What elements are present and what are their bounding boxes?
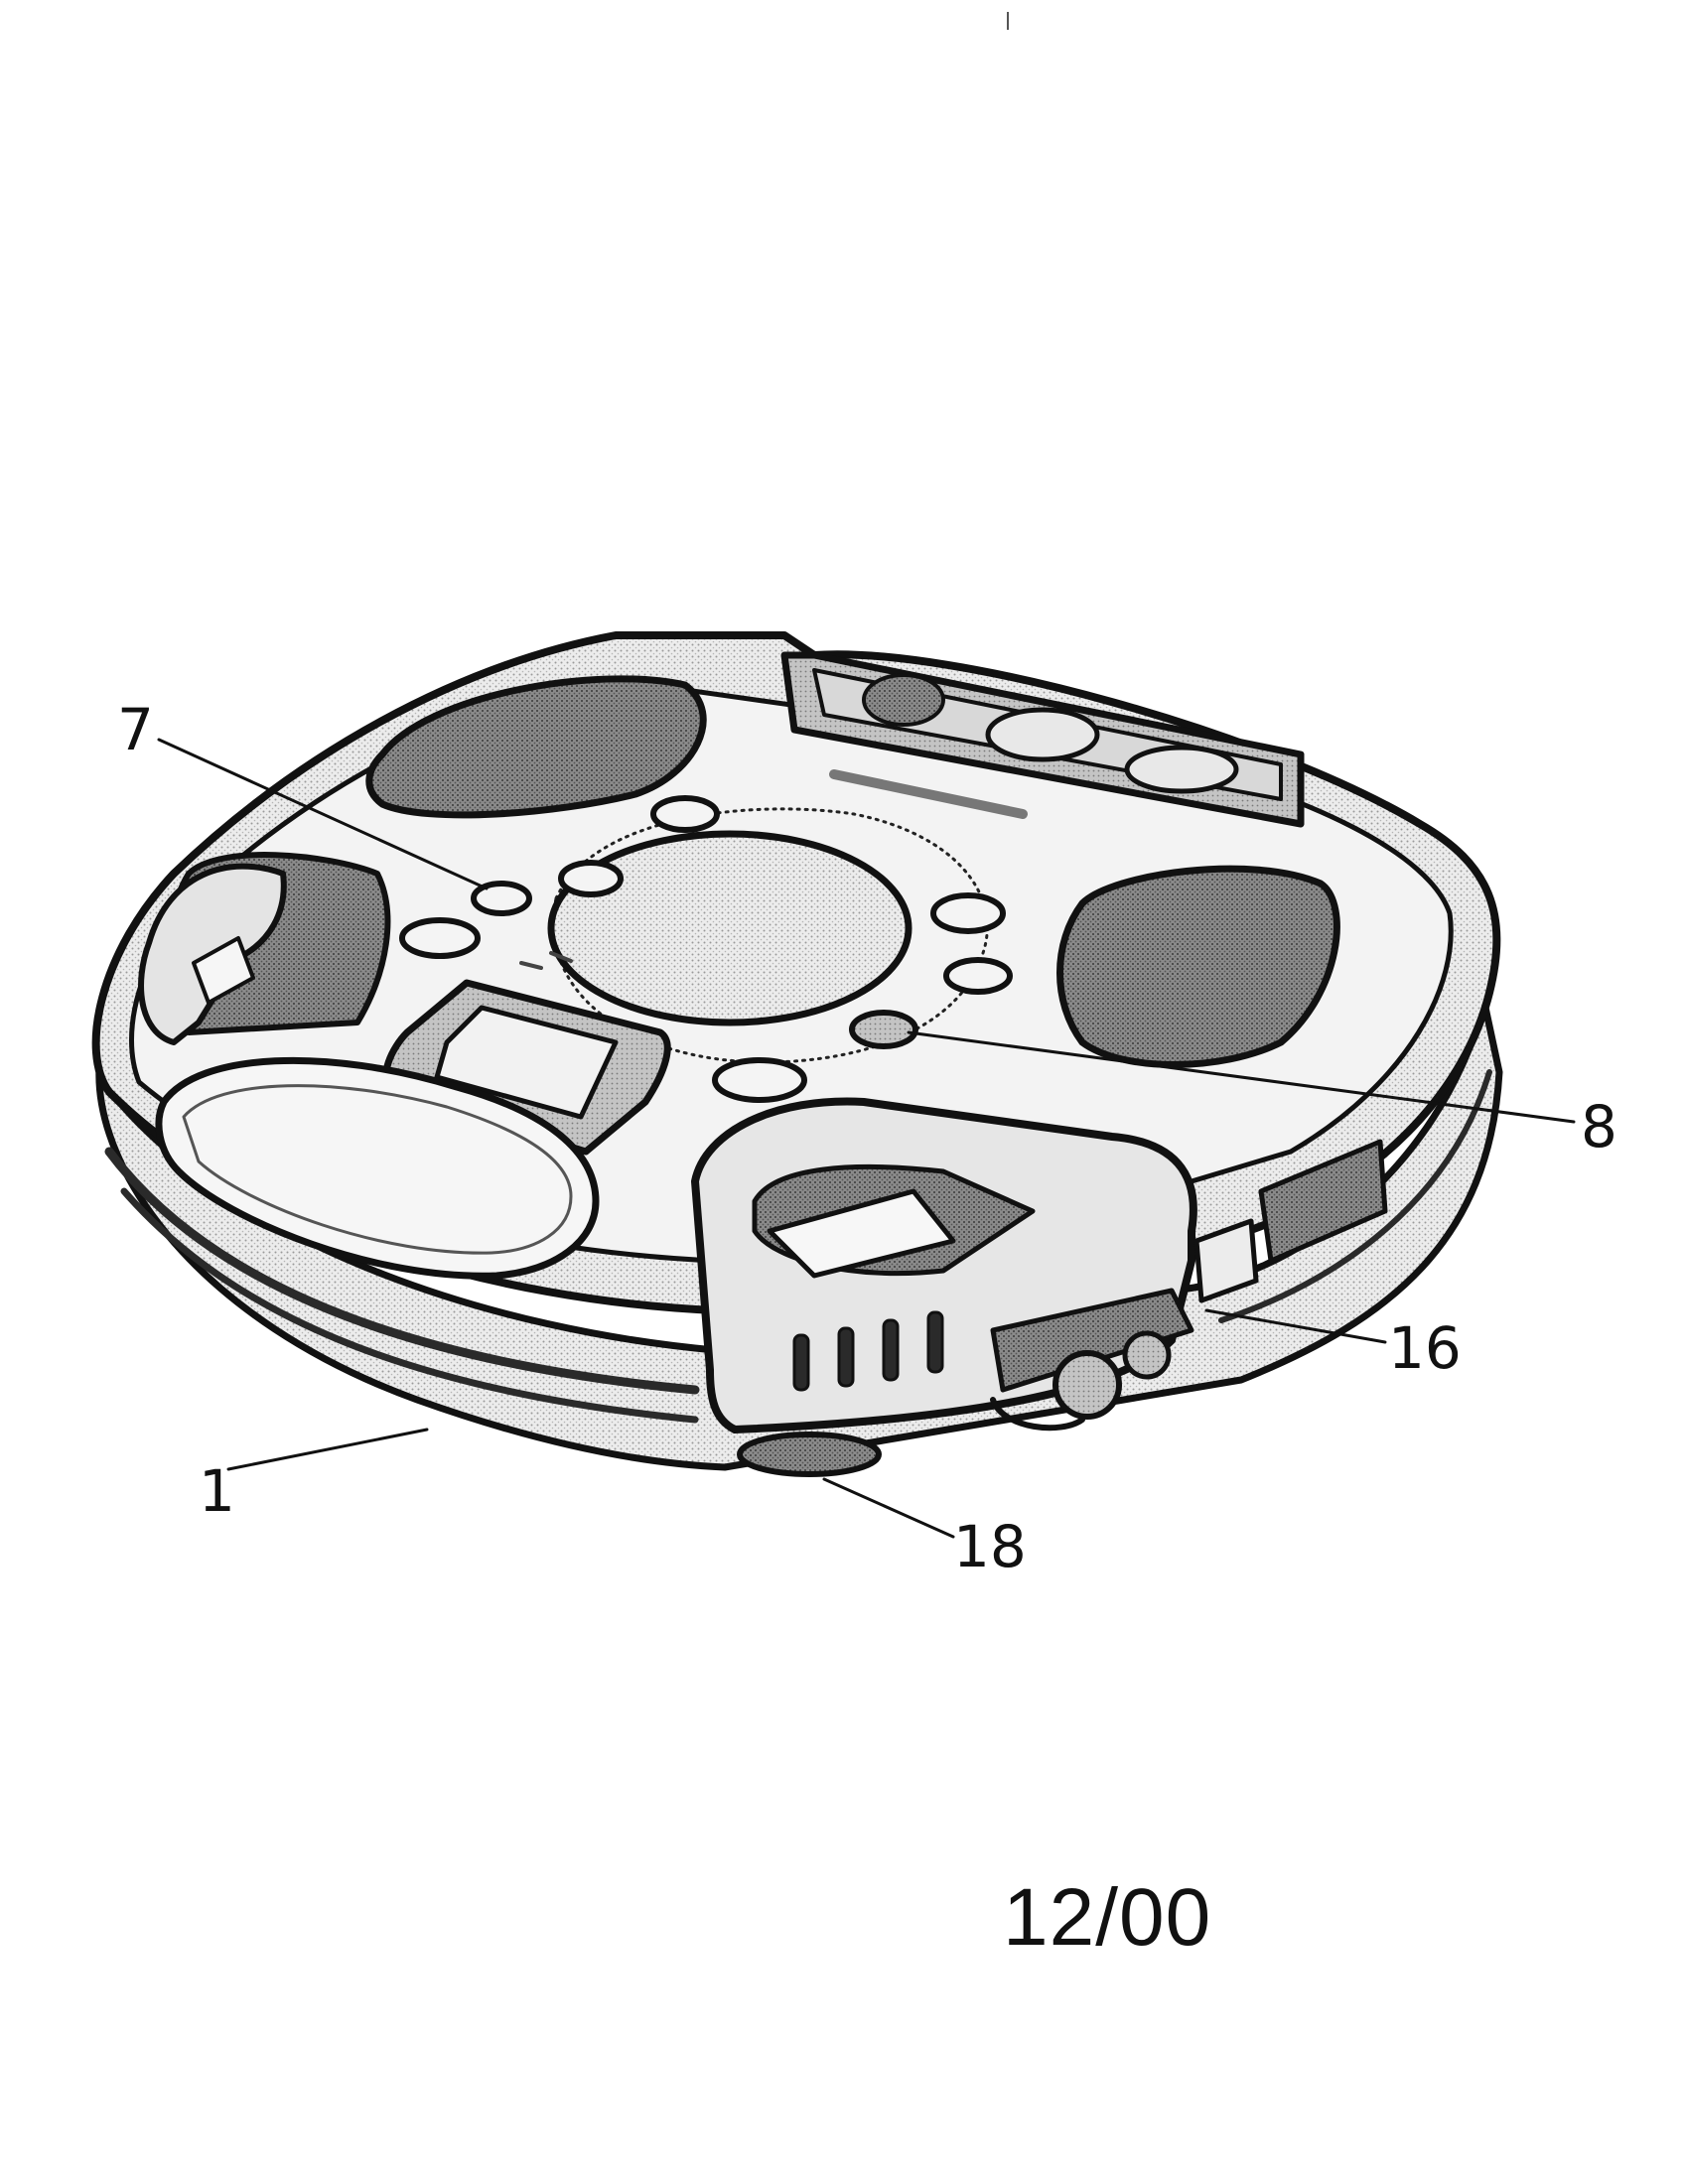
ref-label-18: 18 [953,1513,1027,1580]
square-display-screen [434,1005,619,1120]
pad-upper-left [365,675,707,819]
ring-button-3 [471,881,532,916]
ring-button-6 [943,957,1013,995]
side-stripe-lower [120,1187,699,1424]
pad-lower-left [155,1056,600,1280]
left-bumper-notch [192,936,255,1005]
ref-label-8: 8 [1581,1093,1617,1160]
front-bumper-flap [767,1188,956,1279]
pad-lower-left-inner [182,1084,573,1255]
vent-slot-3 [882,1318,900,1382]
leader-line-7 [157,738,489,890]
ref-label-1: 1 [199,1457,235,1525]
side-stripe-upper [104,1147,700,1395]
side-port-block [990,1288,1194,1393]
ring-button-2 [650,795,720,833]
bottom-caster [737,1432,882,1477]
leader-lines [157,738,1576,1539]
side-block-right-2 [1193,1218,1259,1303]
side-stripe-right [1218,1069,1492,1323]
cleaner-device [91,631,1503,1477]
ring-button-8 [712,1057,807,1103]
ring-button-7 [849,1010,918,1049]
ring-button-5 [930,892,1006,934]
handle-cylinder-3 [1124,745,1239,794]
side-wheel-large [1052,1350,1122,1420]
brand-plate-marking [829,769,1028,819]
disc-mark [519,951,573,970]
vent-slot-2 [837,1326,855,1388]
side-block-right [1258,1139,1388,1264]
leader-line-16 [1204,1308,1387,1344]
leader-line-8 [907,1030,1576,1124]
leader-line-18 [822,1477,955,1539]
pad-right [1056,865,1340,1068]
page-number: 12/00 [1003,1872,1212,1963]
ring-button-1 [558,860,624,897]
handle-cylinder-1 [862,673,945,727]
vent-slot-4 [926,1310,944,1374]
leader-line-1 [226,1428,429,1471]
side-wheel-small [1122,1330,1172,1380]
vent-slot-1 [792,1333,810,1392]
ref-label-7: 7 [117,696,154,763]
ref-label-16: 16 [1388,1314,1462,1382]
ring-button-4 [399,917,481,959]
central-display-disc [547,830,912,1026]
side-wheel-housing [990,1397,1085,1432]
handle-cylinder-2 [985,707,1100,762]
